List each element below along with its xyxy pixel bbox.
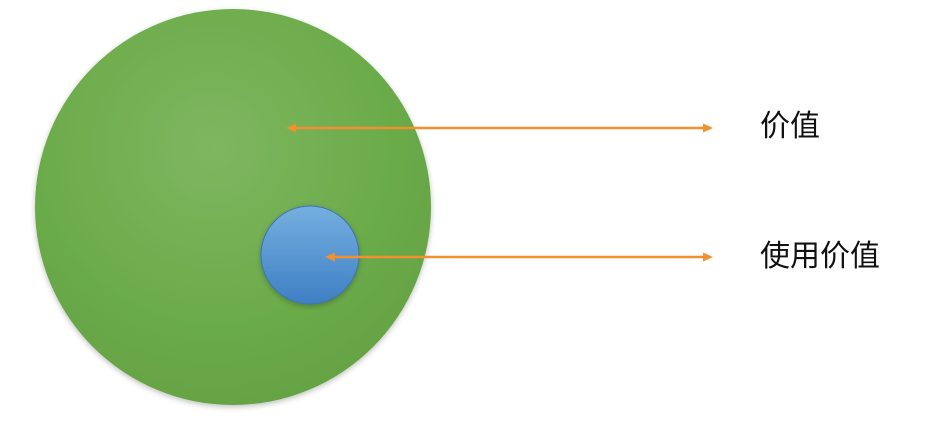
use-value-arrow [325,252,713,262]
use-value-circle [260,205,360,305]
value-circle [35,9,431,405]
value-arrow [286,123,713,133]
value-label: 价值 [760,109,820,144]
use-value-label: 使用价值 [760,239,880,274]
